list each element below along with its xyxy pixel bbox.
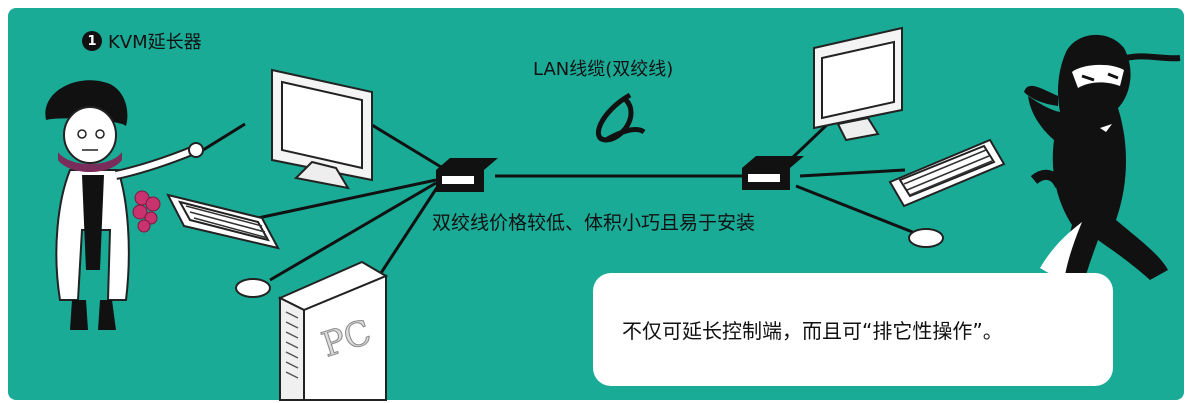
cable-mouse-right: [795, 184, 916, 235]
keyboard-left-icon: [166, 193, 280, 250]
cable-mouse-left: [269, 181, 437, 282]
speech-bubble: [593, 273, 1113, 386]
mouse-left-icon: [235, 278, 271, 298]
monitor-right-icon: [813, 26, 903, 142]
cable-end-icon: [595, 92, 646, 143]
speech-bubble-text: 不仅可延长控制端，而且可“排它性操作”。: [622, 319, 1003, 343]
cable-keyboard-left: [257, 178, 437, 220]
mouse-right-icon: [908, 228, 944, 248]
scientist-character-icon: [45, 80, 204, 330]
kvm-transmitter-icon: [436, 158, 498, 192]
cable-caption: 双绞线价格较低、体积小巧且易于安装: [432, 212, 756, 234]
title-text: KVM延长器: [108, 32, 202, 53]
bubble-tail: [1040, 222, 1082, 282]
kvm-receiver-icon: [742, 156, 804, 190]
ninja-character-icon: [1024, 34, 1181, 310]
cable-label: LAN线缆(双绞线): [533, 59, 674, 80]
section-number-badge: 1: [82, 31, 102, 51]
pc-tower-icon: [277, 260, 389, 401]
cable-keyboard-right: [799, 168, 906, 178]
keyboard-right-icon: [888, 138, 1006, 208]
monitor-left-icon: [271, 68, 373, 190]
cable-monitor-left: [371, 123, 447, 172]
diagram-title: 1 KVM延长器: [82, 28, 202, 54]
cables: [194, 118, 916, 306]
